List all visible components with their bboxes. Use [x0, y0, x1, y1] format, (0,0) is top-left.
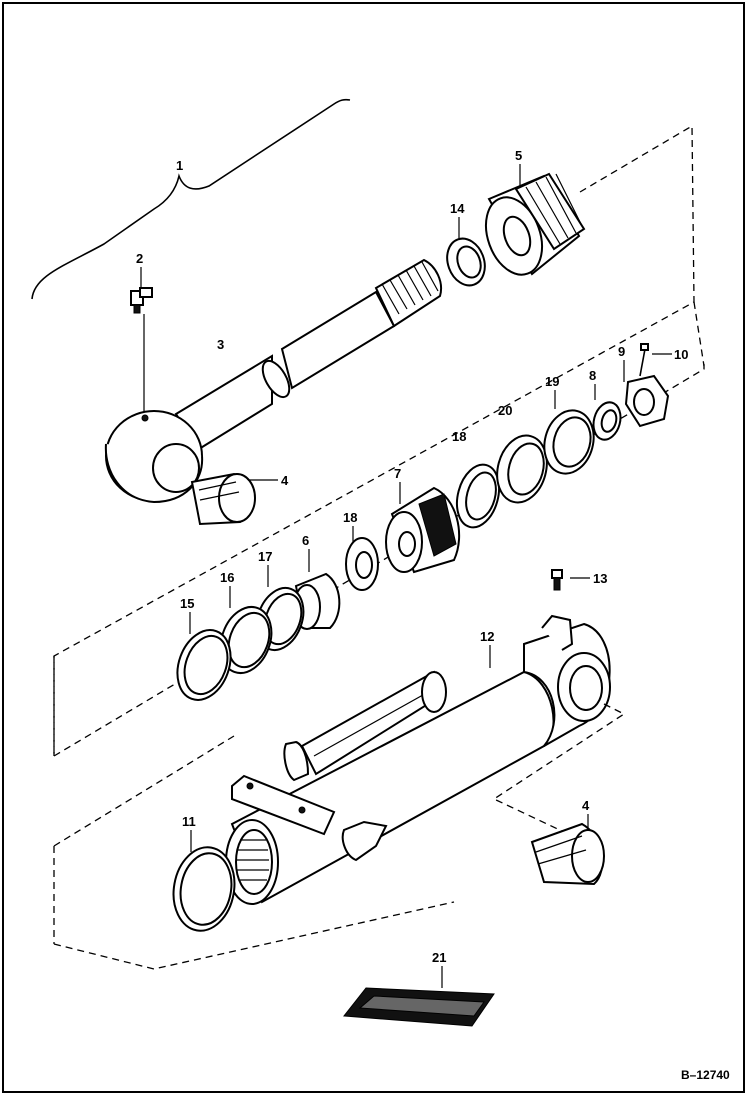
- callout-18-upper: 18: [452, 429, 466, 444]
- wear-ring-18-upper: [455, 463, 501, 529]
- callout-10: 10: [674, 347, 688, 362]
- seal-17: [255, 587, 305, 651]
- callout-18-lower: 18: [343, 510, 357, 525]
- callout-11: 11: [182, 814, 196, 829]
- grease-fitting-13: [551, 569, 563, 591]
- rod-thread: [381, 261, 439, 315]
- callout-3: 3: [217, 337, 224, 352]
- callout-9: 9: [618, 344, 625, 359]
- o-ring-11: [172, 846, 236, 932]
- callout-13: 13: [593, 571, 607, 586]
- cylinder-barrel: [225, 614, 611, 905]
- callout-19: 19: [545, 374, 559, 389]
- grease-fitting: [130, 287, 153, 314]
- hydraulic-cylinder-exploded-view: 1 2 3 4 5 6 7 8 9 10 11 12 13 14 15 16 1…: [31, 98, 730, 1082]
- callout-7: 7: [394, 466, 401, 481]
- callout-20: 20: [498, 403, 512, 418]
- callout-15: 15: [180, 596, 194, 611]
- callout-16: 16: [220, 570, 234, 585]
- o-ring-8: [592, 401, 622, 441]
- callout-5: 5: [515, 148, 522, 163]
- callout-21: 21: [432, 950, 446, 965]
- barrel-bushing: [530, 822, 605, 886]
- callout-17: 17: [258, 549, 272, 564]
- piston: [385, 486, 461, 574]
- cylinder-head: [484, 172, 586, 276]
- figure-reference: B–12740: [681, 1068, 730, 1082]
- callout-4-barrel: 4: [582, 798, 590, 813]
- decal-21: [343, 987, 495, 1027]
- seal-20: [496, 434, 548, 504]
- seal-16: [219, 606, 273, 674]
- callout-12: 12: [480, 629, 494, 644]
- seal-19: [543, 409, 595, 475]
- callout-1: 1: [176, 158, 183, 173]
- seal-14: [446, 237, 486, 287]
- callout-6: 6: [302, 533, 309, 548]
- set-screw-10: [639, 343, 649, 377]
- lock-nut-9: [624, 374, 670, 428]
- callout-4-rod: 4: [281, 473, 289, 488]
- lower-group-outline: [53, 735, 235, 847]
- callout-2: 2: [136, 251, 143, 266]
- piston-rod: [104, 258, 442, 504]
- callout-8: 8: [589, 368, 596, 383]
- seal-18-lower: [345, 537, 379, 591]
- rod-bushing: [190, 472, 256, 526]
- assembly-brace: [31, 98, 351, 300]
- snap-ring-15: [176, 629, 232, 701]
- callout-14: 14: [450, 201, 465, 216]
